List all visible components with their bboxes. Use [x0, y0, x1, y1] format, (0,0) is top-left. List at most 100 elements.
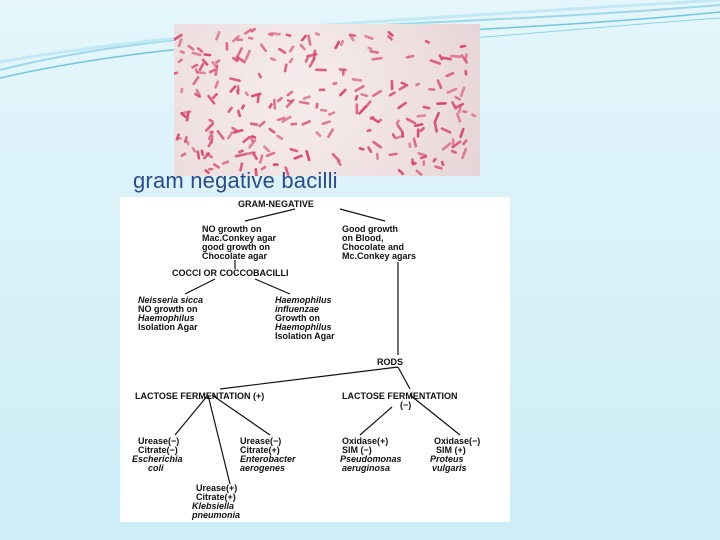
bacillus-cell	[305, 149, 311, 162]
bacillus-cell	[367, 46, 373, 51]
svg-text:Enterobacter: Enterobacter	[240, 454, 296, 464]
bacillus-cell	[417, 152, 428, 157]
bacillus-cell	[293, 154, 303, 160]
svg-text:Haemophilus: Haemophilus	[275, 295, 332, 305]
bacillus-cell	[298, 100, 310, 105]
bacillus-cell	[338, 68, 347, 72]
bacillus-cell	[234, 153, 246, 158]
bacillus-cell	[286, 99, 294, 103]
bacillus-cell	[180, 152, 187, 157]
bacillus-cell	[436, 79, 443, 90]
bacillus-cell	[259, 43, 267, 53]
bacillus-cell	[208, 130, 214, 134]
svg-text:Isolation Agar: Isolation Agar	[275, 331, 335, 341]
bacillus-cell	[285, 98, 295, 108]
bacillus-cell	[244, 151, 256, 156]
svg-text:aeruginosa: aeruginosa	[342, 463, 390, 473]
svg-text:NO growth on: NO growth on	[202, 224, 262, 234]
flowchart-svg: GRAM-NEGATIVE NO growth on Mac.Conkey ag…	[132, 199, 480, 520]
bacillus-cell	[268, 103, 273, 109]
bacillus-cell	[459, 44, 467, 48]
bacillus-cell	[174, 71, 179, 76]
node-neisseria-sicca: Neisseria sicca NO growth on Haemophilus…	[138, 295, 203, 332]
bacillus-cell	[315, 131, 322, 138]
bacillus-cell	[288, 45, 295, 53]
bacillus-cell	[283, 63, 288, 73]
bacillus-cell	[371, 56, 383, 61]
svg-text:Citrate(+): Citrate(+)	[196, 492, 236, 502]
bacillus-cell	[301, 120, 311, 126]
bacillus-cell	[272, 163, 279, 167]
bacillus-cell	[375, 152, 379, 160]
bacillus-cell	[450, 149, 457, 154]
svg-text:(−): (−)	[400, 400, 411, 410]
bacillus-cell	[247, 36, 254, 40]
bacillus-cell	[191, 147, 197, 153]
bacillus-cell	[250, 135, 257, 139]
bacillus-cell	[318, 88, 326, 92]
bacillus-cell	[415, 169, 423, 176]
node-gram-negative: GRAM-NEGATIVE	[238, 199, 314, 209]
bacillus-cell	[216, 129, 225, 140]
bacillus-cell	[440, 127, 452, 134]
bacillus-cell	[268, 127, 276, 134]
bacillus-cell	[200, 149, 205, 156]
bacillus-cell	[354, 85, 365, 93]
svg-text:NO growth on: NO growth on	[138, 304, 198, 314]
bacillus-cell	[288, 57, 294, 64]
bacillus-cell	[312, 49, 317, 61]
bacillus-cell	[239, 162, 244, 172]
bacillus-cell	[179, 50, 186, 54]
bacillus-cell	[369, 116, 375, 120]
bacillus-cell	[183, 136, 188, 144]
bacillus-cell	[260, 165, 267, 171]
bacillus-cell	[195, 88, 201, 96]
svg-text:Neisseria sicca: Neisseria sicca	[138, 295, 203, 305]
bacillus-cell	[351, 78, 363, 82]
svg-text:Growth on: Growth on	[275, 313, 320, 323]
bacillus-cell	[422, 160, 426, 166]
node-good-growth-blood: Good growth on Blood, Chocolate and Mc.C…	[342, 224, 416, 261]
bacillus-cell	[281, 115, 292, 123]
bacillus-cell	[339, 39, 345, 47]
bacillus-cell	[314, 32, 321, 36]
svg-text:good growth on: good growth on	[202, 242, 270, 252]
bacillus-cell	[413, 122, 424, 128]
bacillus-cell	[441, 56, 452, 61]
bacillus-cell	[388, 152, 398, 157]
bacillus-cell	[207, 139, 213, 148]
bacillus-cell	[327, 128, 335, 139]
bacillus-cell	[207, 94, 216, 105]
bacillus-cell	[360, 93, 369, 98]
bacillus-cell	[364, 100, 372, 109]
bacillus-cell	[215, 30, 221, 41]
bacillus-cell	[450, 54, 462, 58]
bacillus-cell	[285, 33, 292, 38]
bacillus-cell	[278, 47, 287, 55]
bacillus-cell	[451, 140, 462, 149]
bacillus-cell	[276, 96, 283, 103]
bacillus-cell	[460, 54, 469, 64]
bacillus-cell	[177, 58, 183, 64]
bacillus-cell	[438, 54, 444, 61]
bacillus-cell	[284, 166, 290, 176]
bacillus-cell	[248, 139, 257, 149]
bacillus-cell	[231, 35, 240, 43]
bacillus-cell	[471, 113, 477, 118]
bacillus-cell	[419, 126, 425, 133]
bacillus-cell	[315, 68, 327, 72]
node-pseudomonas-aeruginosa: Oxidase(+) SIM (−) Pseudomonas aeruginos…	[340, 436, 402, 473]
svg-text:influenzae: influenzae	[275, 304, 319, 314]
bacillus-cell	[371, 89, 383, 97]
bacillus-cell	[254, 168, 258, 176]
bacillus-cell	[411, 161, 417, 165]
bacillus-cell	[462, 139, 468, 146]
bacillus-cell	[185, 111, 190, 122]
bacillus-cell	[299, 43, 306, 51]
svg-text:Oxidase(+): Oxidase(+)	[342, 436, 388, 446]
bacillus-cell	[237, 109, 242, 118]
bacillus-cell	[315, 102, 319, 109]
bacillus-cell	[328, 111, 336, 116]
svg-text:Pseudomonas: Pseudomonas	[340, 454, 402, 464]
bacillus-cell	[205, 152, 213, 159]
